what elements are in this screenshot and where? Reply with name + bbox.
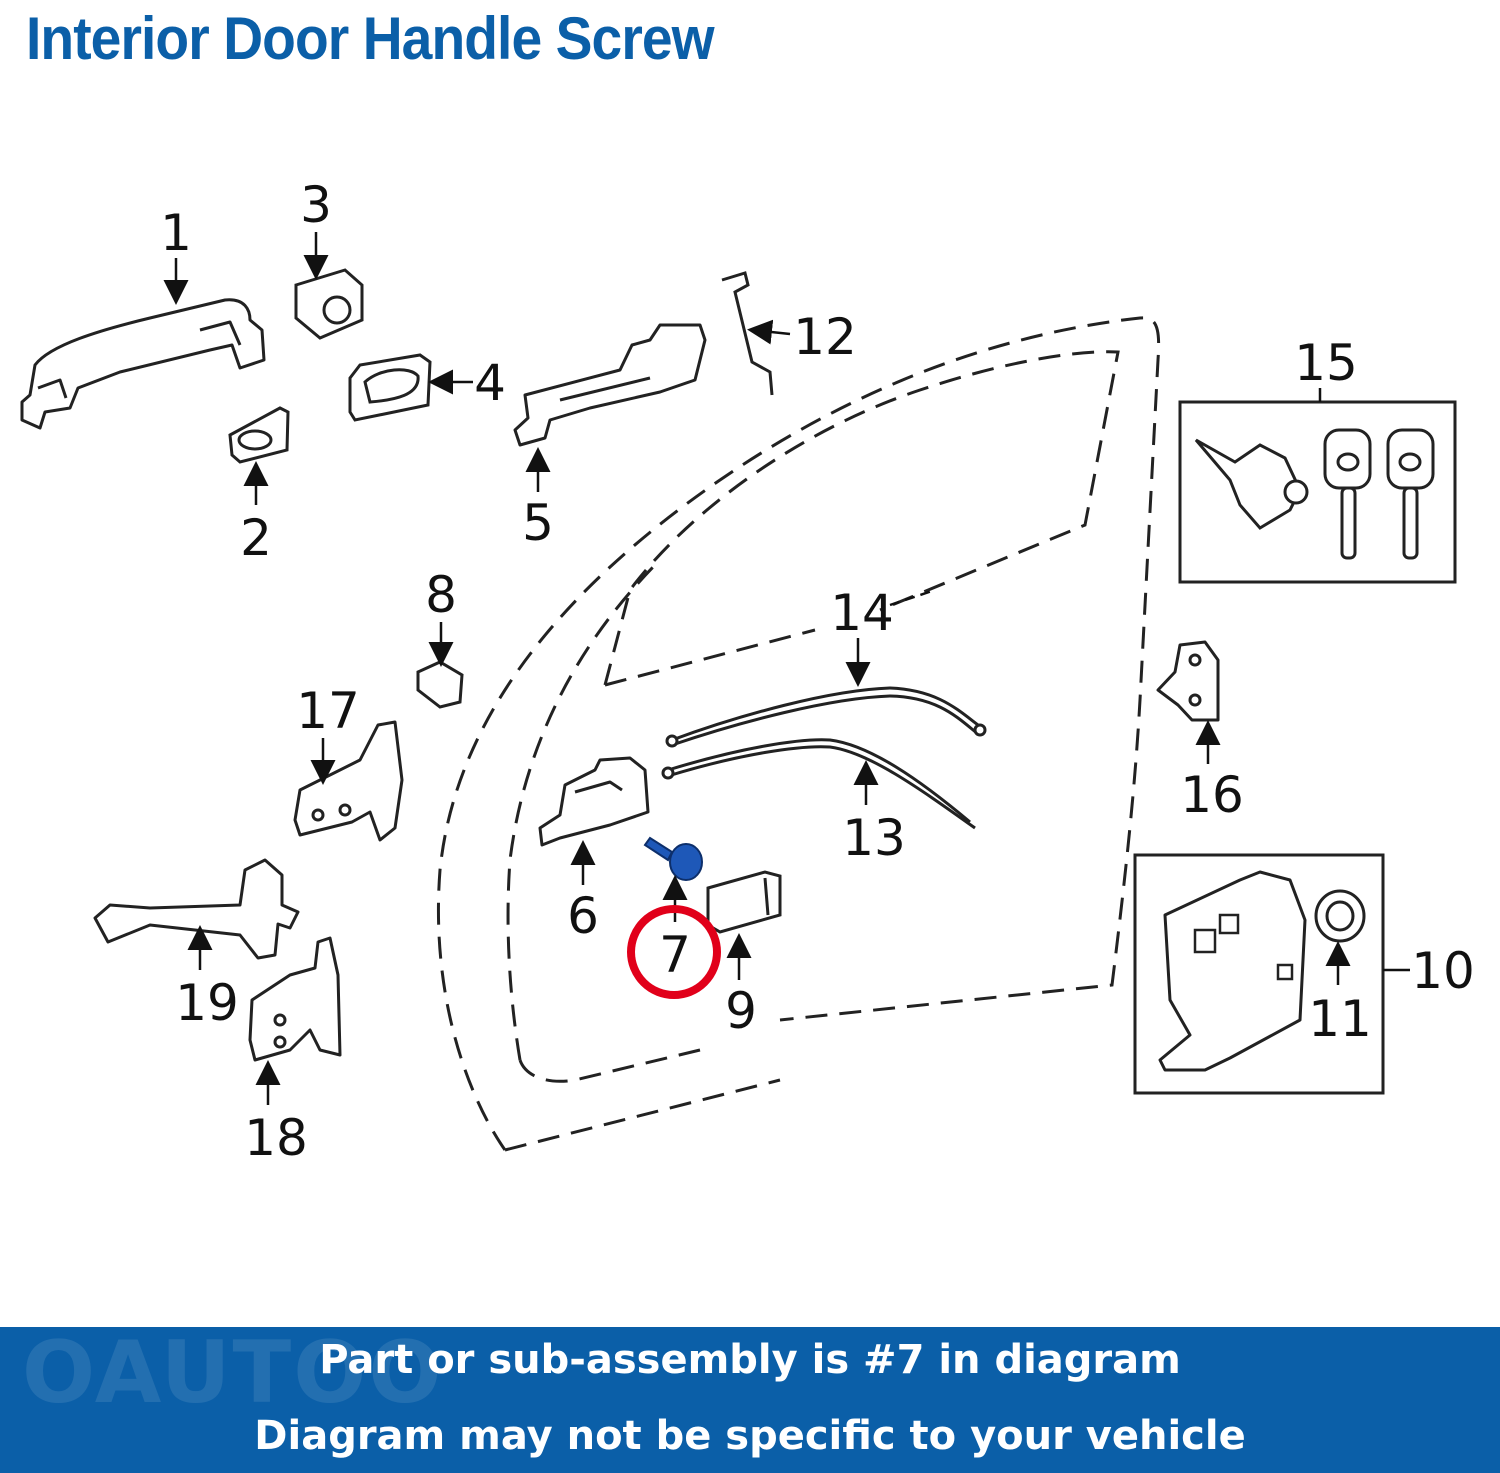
door-cables [661, 686, 987, 830]
bracket-part [293, 720, 404, 842]
handle-pad-part [228, 406, 290, 464]
info-banner: OAUTOO Part or sub-assembly is #7 in dia… [0, 1327, 1500, 1473]
callout-7: 7 [659, 926, 691, 984]
callout-labels: 1 2 3 4 5 6 7 8 9 10 11 12 13 14 15 16 1… [160, 176, 1475, 1167]
callout-19: 19 [175, 974, 239, 1032]
inside-handle-part [538, 756, 650, 847]
hinge-part [248, 936, 342, 1062]
parts-diagram: 1 2 3 4 5 6 7 8 9 10 11 12 13 14 15 16 1… [20, 176, 1475, 1167]
callout-17: 17 [296, 682, 360, 740]
gasket-part [348, 353, 432, 422]
screw-part [643, 836, 703, 881]
door-lock-assembly [1133, 853, 1385, 1095]
cap-part [294, 268, 364, 340]
highlight-ring [627, 905, 721, 999]
brand-watermark: OAUTOO [22, 1327, 444, 1423]
callout-10: 10 [1411, 942, 1475, 1000]
callout-6: 6 [567, 887, 599, 945]
callout-13: 13 [842, 809, 906, 867]
callout-3: 3 [300, 176, 332, 234]
control-rod-part [721, 271, 774, 396]
callout-14: 14 [830, 584, 894, 642]
banner-line-part-number: Part or sub-assembly is #7 in diagram [319, 1337, 1181, 1383]
handle-frame-part [513, 323, 707, 447]
callout-16: 16 [1180, 766, 1244, 824]
callout-9: 9 [725, 982, 757, 1040]
callout-2: 2 [240, 509, 272, 567]
banner-line-disclaimer: Diagram may not be specific to your vehi… [254, 1413, 1246, 1459]
page-title: Interior Door Handle Screw [26, 5, 715, 72]
door-outline [436, 316, 1161, 1152]
callout-18: 18 [244, 1109, 308, 1167]
handle-bezel-part [706, 870, 782, 934]
callout-8: 8 [425, 566, 457, 624]
clip-part [416, 660, 464, 709]
callout-1: 1 [160, 204, 192, 262]
door-check-part [93, 858, 300, 960]
outside-handle-part [20, 298, 266, 430]
callout-12: 12 [793, 308, 857, 366]
striker-part [1156, 640, 1220, 722]
lock-cylinder-key-set [1178, 400, 1457, 584]
callout-4: 4 [474, 354, 506, 412]
callout-11: 11 [1308, 990, 1372, 1048]
callout-15: 15 [1294, 334, 1358, 392]
callout-5: 5 [522, 494, 554, 552]
callout-leaders [163, 232, 1351, 1105]
